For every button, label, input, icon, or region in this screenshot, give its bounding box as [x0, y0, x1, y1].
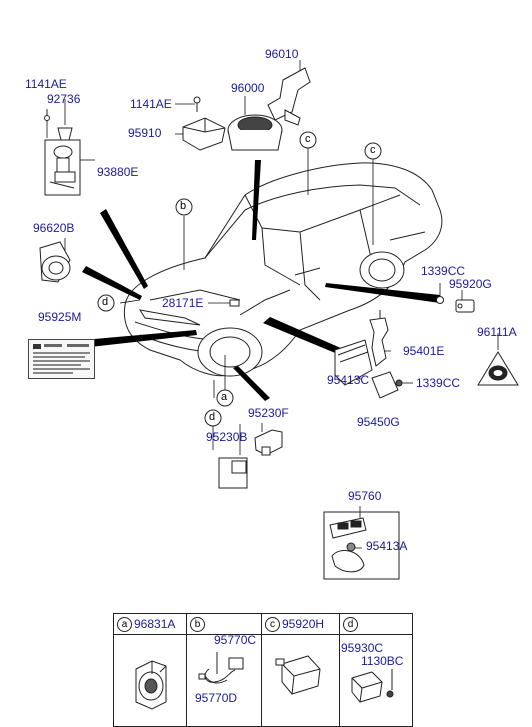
screw-1141AE-mid-icon	[193, 96, 201, 112]
legend-part-b-bottom: 95770D	[195, 691, 238, 705]
part-28171E: 28171E	[162, 296, 204, 310]
car-illustration	[123, 162, 443, 377]
part-95413C: 95413C	[327, 373, 370, 387]
horn-96620B-icon	[39, 241, 71, 283]
legend-letter-d: d	[343, 617, 358, 632]
legend-header-c: c 95920H	[262, 614, 339, 635]
warning-label-95925M	[28, 339, 95, 379]
callout-circles	[97, 131, 382, 427]
sensor-95920H-icon	[275, 655, 321, 695]
part-95401E: 95401E	[403, 344, 445, 358]
part-95910: 95910	[128, 126, 162, 140]
part-95925M: 95925M	[38, 310, 82, 324]
bracket-95401E-icon	[369, 310, 389, 367]
smart-key-95760-icon	[323, 511, 400, 580]
warning-label-text-lines-icon	[33, 344, 90, 374]
legend-cell-c: c 95920H	[262, 614, 340, 726]
horn-96831A-icon	[135, 660, 167, 710]
components	[39, 67, 519, 580]
clip-92736-icon	[57, 127, 73, 141]
callout-c-left: c	[305, 133, 311, 145]
part-1339CC-top: 1339CC	[421, 264, 466, 278]
sensor-93880E-icon	[44, 139, 81, 196]
part-1141AE-mid: 1141AE	[130, 97, 172, 111]
part-93880E: 93880E	[97, 165, 139, 179]
cover-96010-icon	[267, 67, 311, 126]
legend-cell-a: a 96831A	[114, 614, 187, 726]
legend-table: a 96831A b 95770C 95770D	[113, 613, 413, 727]
legend-header-b: b	[187, 614, 261, 635]
part-95230B: 95230B	[206, 430, 248, 444]
part-1141AE-top: 1141AE	[25, 77, 67, 91]
bolt-28171E-icon	[229, 299, 240, 307]
legend-part-d-mid: 1130BC	[361, 654, 404, 668]
part-95760: 95760	[348, 489, 382, 503]
legend-part-b-top: 95770C	[214, 633, 257, 647]
legend-cell-b: b 95770C 95770D	[187, 614, 262, 726]
part-96010: 96010	[265, 47, 299, 61]
legend-header-a: a 96831A	[114, 614, 186, 635]
antenna-cable-95770-icon	[198, 652, 244, 684]
sensor-95930C-icon	[351, 669, 394, 703]
part-92736: 92736	[47, 92, 81, 106]
legend-letter-b: b	[190, 617, 205, 632]
part-1339CC-mid: 1339CC	[416, 376, 461, 390]
legend-header-d: d	[340, 614, 412, 635]
callout-b: b	[180, 200, 187, 212]
legend-part-a: 96831A	[134, 617, 176, 631]
module-95413C-icon	[334, 339, 373, 386]
part-95920G: 95920G	[449, 277, 492, 291]
callout-d-left: d	[102, 296, 109, 308]
callout-a: a	[221, 391, 228, 403]
wedge-leaders	[72, 160, 440, 401]
part-96000: 96000	[231, 81, 265, 95]
nut-1339CC-mid-icon	[395, 379, 403, 387]
part-95450G: 95450G	[357, 415, 400, 429]
part-96111A: 96111A	[477, 325, 517, 339]
module-95910-icon	[182, 117, 226, 151]
part-96620B: 96620B	[33, 221, 75, 235]
legend-part-d-top: 95930C	[341, 641, 384, 655]
nut-1339CC-top-icon	[436, 296, 444, 304]
module-95230F-icon	[254, 429, 283, 456]
module-95450G-icon	[371, 371, 399, 399]
module-96000-icon	[227, 114, 283, 151]
legend-cell-d: d 95930C 1130BC	[340, 614, 412, 726]
callout-c-right: c	[370, 144, 376, 156]
bolt-1141AE-top-icon	[44, 110, 50, 122]
part-95413A: 95413A	[366, 539, 408, 553]
legend-part-c: 95920H	[282, 617, 325, 631]
sensor-95920G-icon	[455, 299, 475, 313]
part-95230F: 95230F	[248, 406, 289, 420]
module-95230B-icon	[218, 457, 248, 489]
callout-d-low: d	[209, 411, 216, 423]
legend-letter-c: c	[265, 617, 280, 632]
legend-letter-a: a	[117, 617, 132, 632]
label-96111A-icon	[477, 351, 519, 386]
